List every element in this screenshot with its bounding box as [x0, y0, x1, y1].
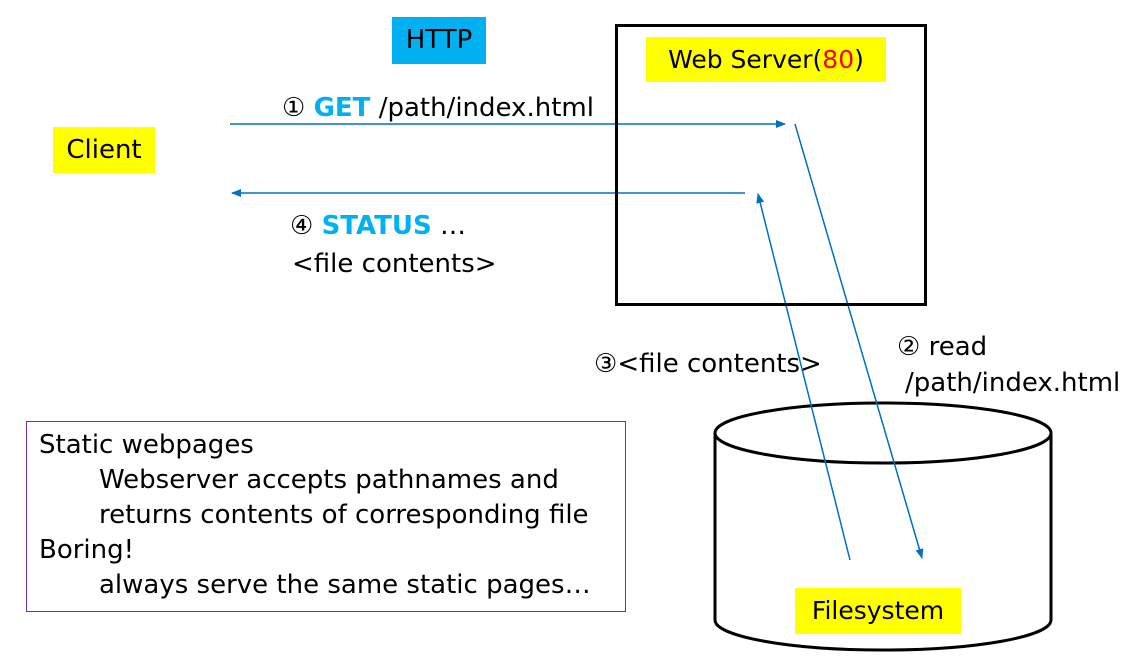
step1-path: /path/index.html — [378, 93, 594, 123]
step4-file-contents: <file contents> — [292, 249, 497, 279]
step2-label: ② read — [897, 330, 987, 364]
web-server-label-prefix: Web Server( — [668, 45, 823, 74]
step2-path: /path/index.html — [905, 368, 1121, 398]
step3-marker: ③ — [594, 349, 618, 379]
step4-ellipsis: … — [439, 211, 466, 241]
step2-marker: ② — [897, 332, 921, 362]
step2-read: read — [928, 332, 988, 362]
notes-line1: Webserver accepts pathnames and — [99, 465, 559, 495]
step3-file-contents: <file contents> — [617, 349, 822, 379]
client-label: Client — [53, 127, 155, 173]
step1-keyword: GET — [313, 93, 371, 123]
notes-title: Static webpages — [39, 430, 254, 460]
notes-box: Static webpages Webserver accepts pathna… — [26, 421, 626, 612]
filesystem-label: Filesystem — [795, 588, 961, 634]
step1-marker: ① — [282, 93, 306, 123]
step3-label: ③<file contents> — [594, 347, 822, 381]
web-server-label-suffix: ) — [854, 45, 864, 74]
step1-label: ① GET /path/index.html — [282, 91, 594, 125]
step4-marker: ④ — [290, 211, 314, 241]
arrow-read-file — [794, 123, 924, 559]
step4-label: ④ STATUS … — [290, 209, 466, 243]
notes-line3: always serve the same static pages… — [99, 570, 591, 600]
notes-title2: Boring! — [39, 535, 135, 565]
web-server-box — [615, 24, 927, 306]
arrow-file-contents — [756, 193, 851, 561]
web-server-port: 80 — [822, 45, 855, 74]
notes-line2: returns contents of corresponding file — [99, 500, 589, 530]
web-server-label: Web Server(80) — [646, 37, 886, 82]
step4-keyword: STATUS — [321, 211, 432, 241]
http-label: HTTP — [392, 17, 486, 64]
